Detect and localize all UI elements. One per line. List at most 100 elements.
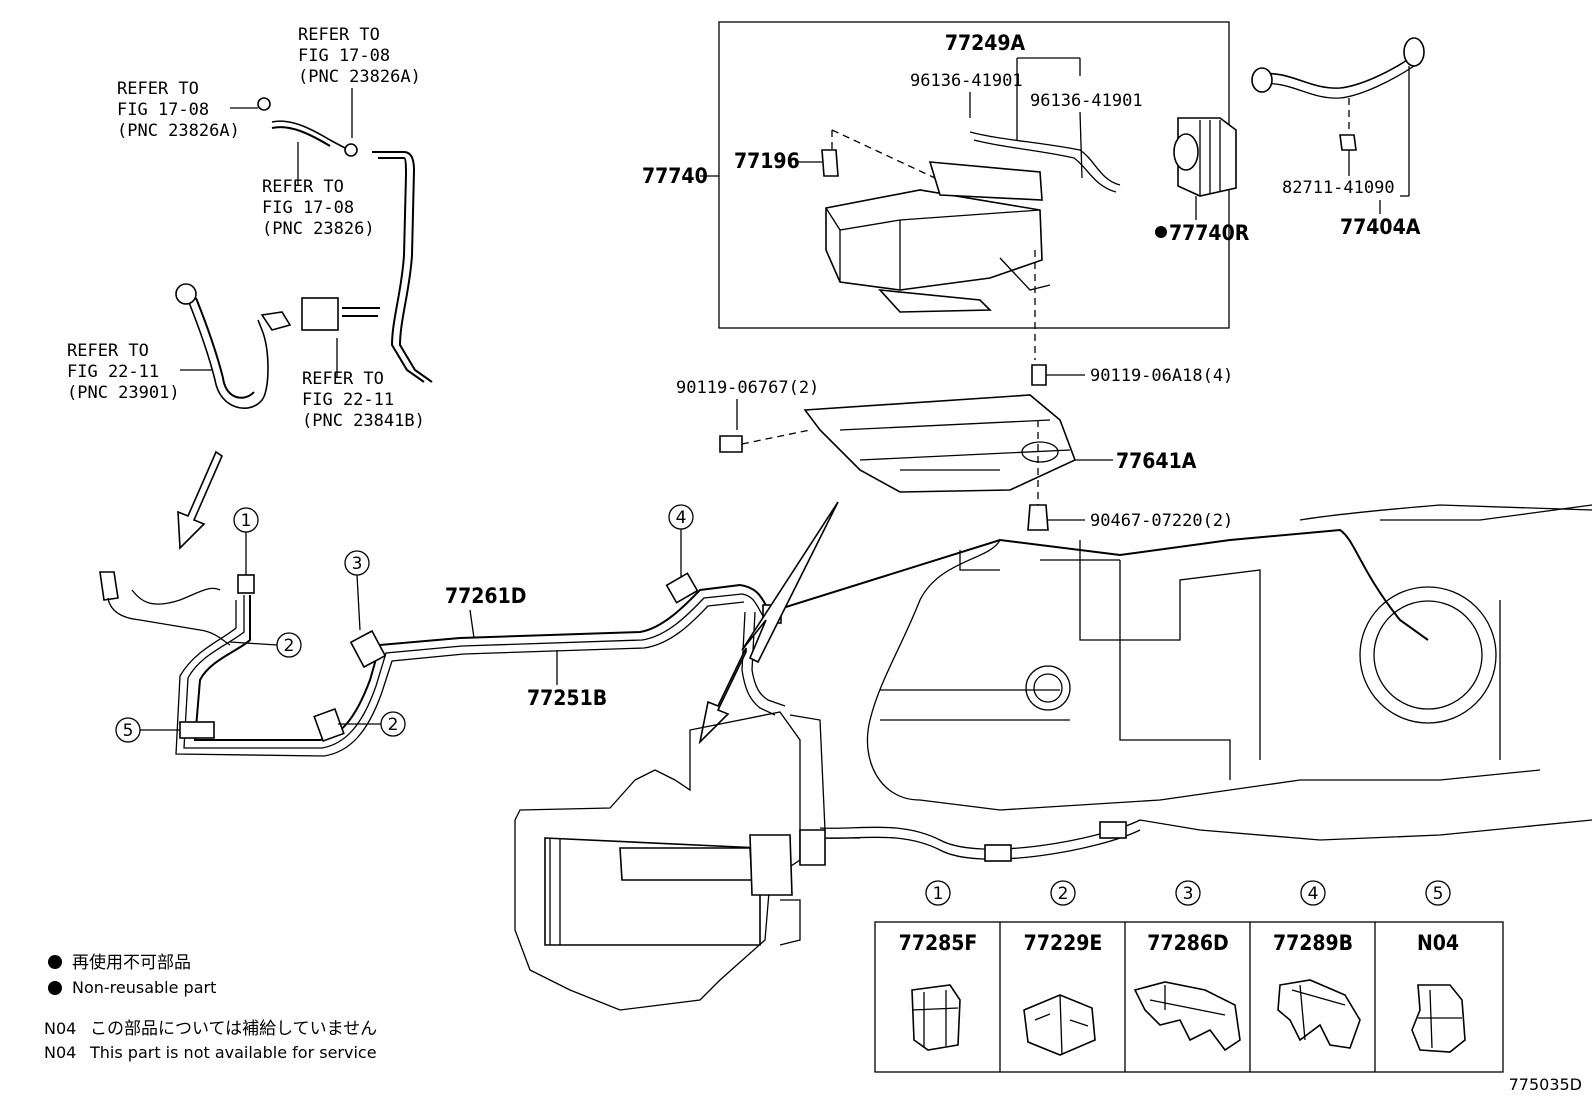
top-left-hoses (175, 97, 433, 409)
clip-icon (257, 97, 271, 111)
hose-end-icon (260, 311, 292, 331)
callout-2b: 2 (338, 711, 406, 737)
bolt-icon (719, 435, 743, 453)
svg-text:2: 2 (1058, 884, 1069, 904)
table-cell-77285F: 77285F (899, 931, 978, 955)
table-cell-77229E: 77229E (1024, 931, 1103, 955)
part-77196: 77196 (734, 149, 800, 173)
refer-label-4: REFER TO FIG 22-11 (PNC 23901) (67, 341, 180, 403)
connector-ball-icon (175, 283, 197, 305)
non-reusable-dot-icon (48, 955, 62, 969)
refer-label-1: REFER TO FIG 17-08 (PNC 23826A) (298, 25, 421, 87)
svg-text:5: 5 (123, 721, 134, 741)
svg-text:(PNC 23826A): (PNC 23826A) (298, 67, 421, 87)
clamp-77286D-icon (1133, 981, 1241, 1052)
direction-arrow-middle (698, 501, 839, 745)
table-cell-77289B: 77289B (1273, 931, 1353, 955)
part-90119-b: 90119-06A18(4) (1090, 366, 1233, 386)
svg-text:FIG 17-08: FIG 17-08 (298, 46, 390, 66)
clip-pin-icon (1027, 504, 1049, 531)
legend: 再使用不可部品 Non-reusable part N04 この部品については補… (44, 952, 377, 1062)
svg-text:2: 2 (388, 715, 399, 735)
callout-3: 3 (344, 550, 370, 631)
clamp-2b-icon (313, 707, 345, 743)
svg-text:4: 4 (1308, 884, 1319, 904)
svg-text:FIG 22-11: FIG 22-11 (67, 362, 159, 382)
svg-text:FIG 22-11: FIG 22-11 (302, 390, 394, 410)
clamp-77289B-icon (1277, 979, 1361, 1049)
part-77251B: 77251B (527, 686, 607, 710)
legend-en-nonreusable: Non-reusable part (72, 978, 216, 997)
callout-4: 4 (668, 504, 694, 578)
part-96136-b: 96136-41901 (1030, 91, 1143, 111)
svg-text:3: 3 (1183, 884, 1194, 904)
clamp-1-icon (237, 574, 255, 594)
svg-text:REFER TO: REFER TO (262, 177, 344, 197)
table-cell-77286D: 77286D (1147, 931, 1228, 955)
svg-text:4: 4 (676, 508, 687, 528)
clamp-3-icon (349, 629, 387, 669)
table-header-5: 5 (1425, 880, 1451, 906)
part-77641A: 77641A (1116, 449, 1197, 473)
part-96136-a: 96136-41901 (910, 71, 1023, 91)
refer-leaders (180, 88, 353, 378)
part-77261D: 77261D (445, 584, 526, 608)
refer-label-2: REFER TO FIG 17-08 (PNC 23826A) (117, 79, 240, 141)
part-82711: 82711-41090 (1282, 178, 1395, 198)
bracket-icon (803, 394, 1077, 493)
svg-text:1: 1 (933, 884, 944, 904)
callout-2a: 2 (229, 632, 302, 658)
part-77404A: 77404A (1340, 215, 1421, 239)
lower-canister-icon (514, 711, 860, 1011)
clamp-4-icon (665, 572, 699, 604)
canister-icon (825, 131, 1121, 313)
part-77740R: 77740R (1169, 221, 1250, 245)
svg-text:1: 1 (241, 511, 252, 531)
clamp-77229E-icon (1023, 994, 1096, 1056)
svg-text:(PNC 23826A): (PNC 23826A) (117, 121, 240, 141)
non-reusable-dot-icon (48, 981, 62, 995)
part-90119-a: 90119-06767(2) (676, 378, 819, 398)
refer-label-3: REFER TO FIG 17-08 (PNC 23826) (262, 177, 375, 239)
legend-jp-nonreusable: 再使用不可部品 (72, 952, 191, 973)
part-77249A: 77249A (945, 31, 1026, 55)
part-90467: 90467-07220(2) (1090, 511, 1233, 531)
svg-text:FIG 17-08: FIG 17-08 (117, 100, 209, 120)
direction-arrow-left (177, 450, 224, 550)
figure-id: 775035D (1509, 1075, 1582, 1094)
clamp-N04-icon (1411, 984, 1466, 1053)
clamp-77285F-icon (911, 984, 961, 1051)
svg-text:5: 5 (1433, 884, 1444, 904)
fuel-pipe-assembly (99, 528, 1429, 757)
legend-n04-code-1: N04 (44, 1019, 76, 1038)
svg-text:REFER TO: REFER TO (298, 25, 380, 45)
callout-5: 5 (115, 717, 180, 743)
fuel-tank-icon (819, 504, 1592, 862)
fuel-vent-hose-icon (1251, 37, 1425, 99)
legend-jp-n04: この部品については補給していません (90, 1019, 377, 1039)
joint-icon (984, 844, 1012, 862)
table-header-4: 4 (1300, 880, 1326, 906)
table-header-2: 2 (1050, 880, 1076, 906)
refer-label-5: REFER TO FIG 22-11 (PNC 23841B) (302, 369, 425, 431)
table-header-1: 1 (925, 880, 951, 906)
svg-text:3: 3 (352, 554, 363, 574)
svg-text:FIG 17-08: FIG 17-08 (262, 198, 354, 218)
vent-filter-icon (1173, 117, 1237, 197)
svg-text:(PNC 23901): (PNC 23901) (67, 383, 180, 403)
valve-icon (821, 149, 839, 177)
svg-text:2: 2 (284, 636, 295, 656)
svg-text:REFER TO: REFER TO (302, 369, 384, 389)
bolt-icon (1031, 364, 1047, 386)
callout-1: 1 (233, 507, 259, 575)
svg-text:(PNC 23841B): (PNC 23841B) (302, 411, 425, 431)
legend-n04-code-2: N04 (44, 1043, 76, 1062)
svg-text:(PNC 23826): (PNC 23826) (262, 219, 375, 239)
svg-text:REFER TO: REFER TO (117, 79, 199, 99)
svg-text:REFER TO: REFER TO (67, 341, 149, 361)
part-77740: 77740 (642, 164, 708, 188)
connector-block-icon (301, 297, 339, 331)
clamp-table: 1 2 3 4 5 77285F 77229E 77286D 77289B N0… (874, 880, 1504, 1073)
